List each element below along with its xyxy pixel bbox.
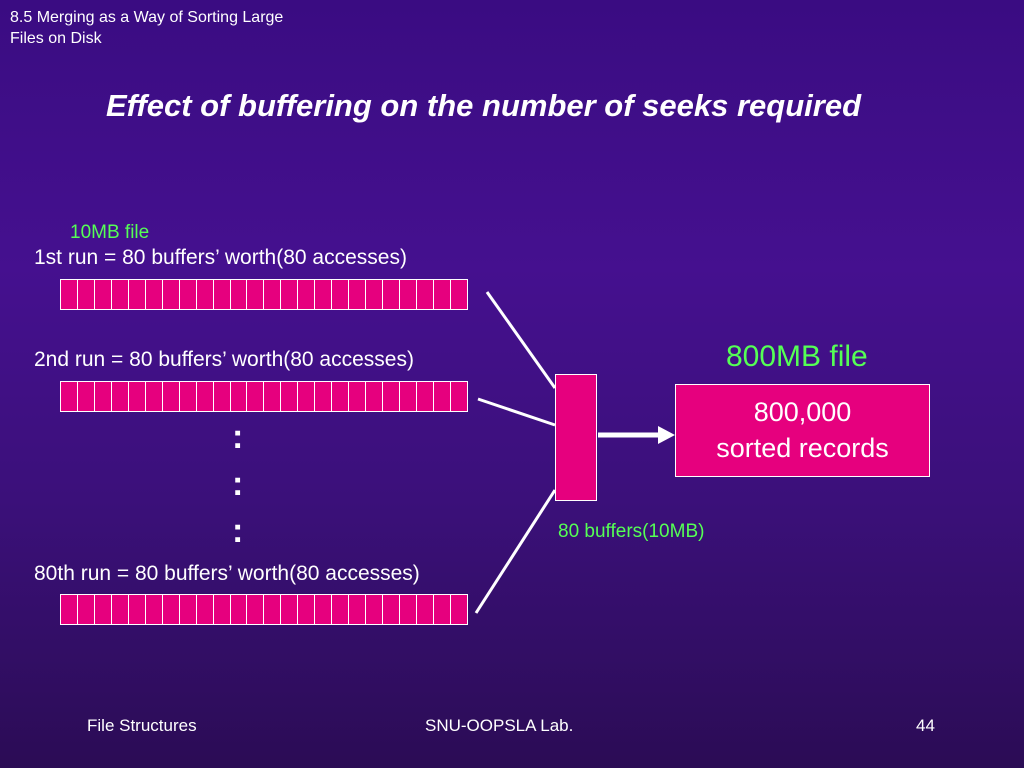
run-80-label: 80th run = 80 buffers’ worth(80 accesses…	[34, 562, 420, 585]
output-record-desc: sorted records	[716, 433, 889, 463]
run-80-buffer-row	[60, 594, 468, 625]
section-title-line1: 8.5 Merging as a Way of Sorting Large	[10, 9, 284, 26]
run-1-buffer-row	[60, 279, 468, 310]
ellipsis-dot-2: :	[232, 465, 244, 503]
footer-lab: SNU-OOPSLA Lab.	[425, 716, 574, 735]
ellipsis-dot-3: :	[232, 512, 244, 550]
section-title: 8.5 Merging as a Way of Sorting Large Fi…	[10, 7, 370, 49]
run-2-buffer-row	[60, 381, 468, 412]
output-record-count: 800,000	[753, 397, 852, 427]
output-file-label: 800MB file	[726, 340, 868, 373]
run-2-connector	[477, 397, 556, 427]
run-2-label: 2nd run = 80 buffers’ worth(80 accesses)	[34, 348, 414, 371]
file-size-label: 10MB file	[70, 222, 150, 243]
run-1-connector	[485, 291, 557, 389]
run-80-connector	[474, 489, 557, 614]
section-title-line2: Files on Disk	[10, 30, 102, 47]
footer-course: File Structures	[87, 716, 197, 735]
output-file-box: 800,000 sorted records	[675, 384, 930, 477]
run-1-label: 1st run = 80 buffers’ worth(80 accesses)	[34, 246, 407, 269]
page-number: 44	[916, 716, 935, 735]
merge-buffer	[555, 374, 597, 501]
buffer-caption: 80 buffers(10MB)	[558, 521, 705, 542]
slide-title: Effect of buffering on the number of see…	[106, 88, 862, 123]
output-arrow-head	[658, 426, 675, 444]
ellipsis-dot-1: :	[232, 418, 244, 456]
